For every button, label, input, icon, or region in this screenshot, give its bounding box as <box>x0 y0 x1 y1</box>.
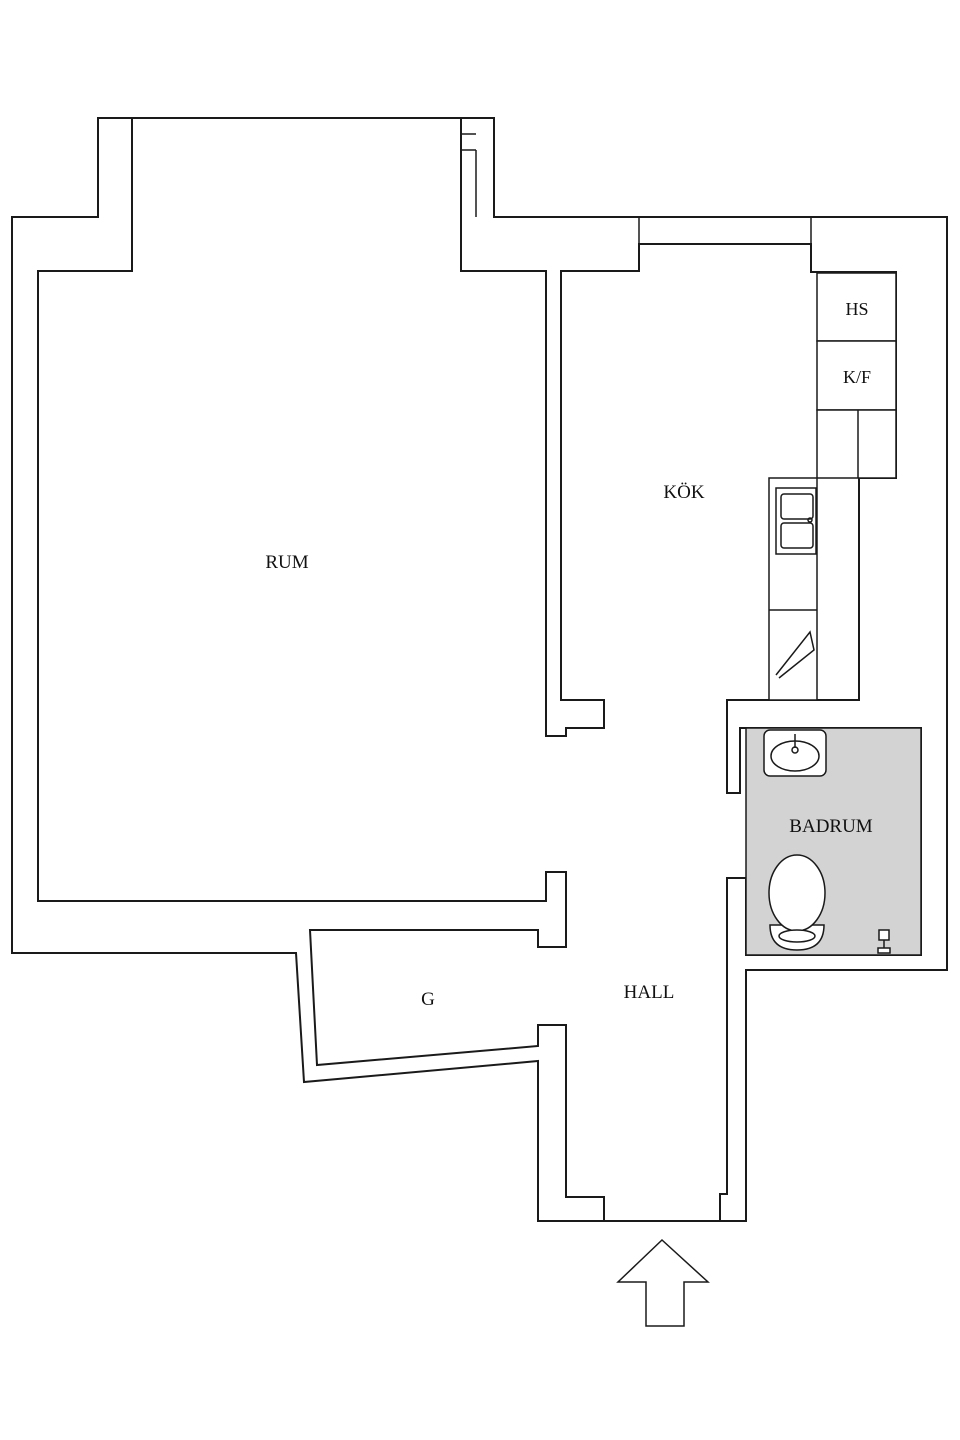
stove-icon <box>775 630 815 679</box>
entrance-arrow-icon <box>616 1238 710 1327</box>
kitchen-units <box>768 272 897 701</box>
room-label-kf: K/F <box>843 367 871 387</box>
room-label-hs: HS <box>845 299 868 319</box>
hs-cabinet <box>816 272 897 342</box>
room-label-kok: KÖK <box>663 482 704 503</box>
room-label-g: G <box>421 989 435 1010</box>
interior-floor <box>37 117 922 1222</box>
room-label-badrum: BADRUM <box>789 816 873 837</box>
floor-drain-icon <box>877 929 891 954</box>
kitchen-window <box>638 217 812 271</box>
room-label-rum: RUM <box>265 552 308 573</box>
washbasin-icon <box>763 729 827 777</box>
kf-cabinet <box>816 340 897 411</box>
toilet-icon <box>768 854 826 951</box>
room-label-hall: HALL <box>624 982 675 1003</box>
counter-corner <box>816 409 897 479</box>
